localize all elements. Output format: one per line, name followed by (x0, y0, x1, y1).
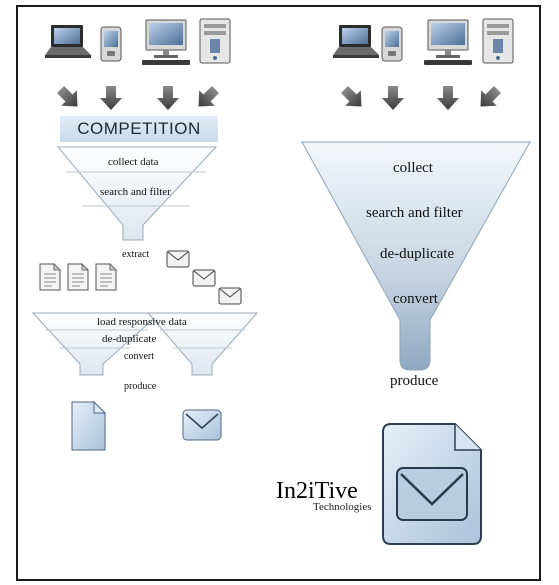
logo-tagline: Technologies (313, 501, 372, 513)
document-icon (39, 263, 61, 291)
funnel-step-search-filter: search and filter (100, 186, 171, 198)
logo-name: In2iTive (276, 478, 358, 504)
envelope-icon (182, 409, 222, 441)
down-arrow-icon (437, 86, 459, 110)
document-icon (95, 263, 117, 291)
laptop-icon (45, 25, 91, 58)
down-arrow-icon (52, 81, 86, 115)
competition-banner: COMPETITION (60, 116, 218, 142)
envelope-icon (218, 287, 242, 305)
produce-label-left: produce (124, 381, 157, 392)
right-step-search-filter: search and filter (366, 205, 463, 221)
funnel-icon (301, 141, 531, 371)
envelope-icon (192, 269, 216, 287)
extract-label: extract (122, 249, 150, 260)
down-arrow-icon (382, 86, 404, 110)
envelope-icon (166, 250, 190, 268)
desktop-monitor-icon (423, 19, 473, 66)
desktop-monitor-icon (141, 19, 191, 66)
right-step-collect: collect (393, 160, 433, 176)
pda-icon (100, 26, 122, 62)
produce-label-right: produce (390, 373, 439, 389)
down-arrow-icon (472, 81, 506, 115)
right-step-convert: convert (393, 291, 438, 307)
laptop-icon (333, 25, 379, 58)
down-arrow-icon (190, 81, 224, 115)
down-arrow-icon (336, 81, 370, 115)
funnel-step-collect-data: collect data (108, 156, 159, 168)
envelope-icon (382, 423, 482, 545)
document-icon (67, 263, 89, 291)
step-de-duplicate: de-duplicate (102, 333, 157, 345)
funnel-icon (146, 312, 259, 376)
funnel-icon (56, 146, 218, 241)
step-convert: convert (124, 351, 154, 362)
server-tower-icon (482, 18, 514, 64)
down-arrow-icon (157, 86, 179, 110)
right-step-de-duplicate: de-duplicate (380, 246, 455, 262)
server-tower-icon (199, 18, 231, 64)
document-icon (71, 400, 107, 451)
pda-icon (381, 26, 403, 62)
step-load-responsive-data: load responsive data (97, 316, 187, 328)
down-arrow-icon (100, 86, 122, 110)
